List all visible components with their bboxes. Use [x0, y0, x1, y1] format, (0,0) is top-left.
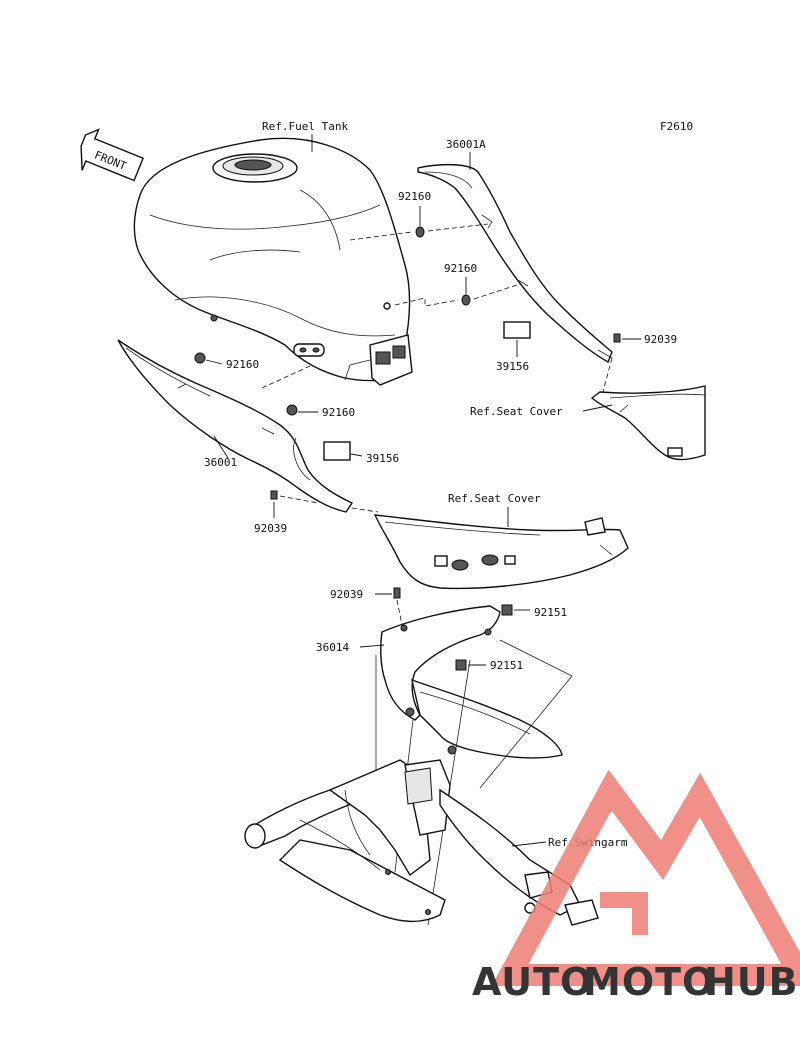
label-ref-seat-cover-lower: Ref.Seat Cover [448, 492, 541, 505]
grommet-92160-d-icon [286, 404, 298, 416]
label-ref-fuel-tank: Ref.Fuel Tank [262, 120, 348, 133]
label-ref-seat-cover-upper: Ref.Seat Cover [470, 405, 563, 418]
seat-cover-lower [373, 514, 629, 590]
side-cover-36001 [117, 339, 354, 513]
grommet-92160-a-icon [194, 352, 206, 364]
label-92039-right: 92039 [644, 333, 677, 346]
front-arrow-icon: FRONT [80, 128, 144, 182]
fuel-tank-illustration [133, 137, 413, 386]
screw-92039-left-icon [270, 490, 278, 500]
watermark-logo-triangle-icon [491, 769, 800, 986]
rear-fender-36014 [380, 605, 563, 759]
swingarm-illustration [244, 759, 599, 926]
label-36001A: 36001A [446, 138, 486, 151]
label-36014: 36014 [316, 641, 349, 654]
label-92151-a: 92151 [534, 606, 567, 619]
label-92039-fender: 92039 [330, 588, 363, 601]
label-36001: 36001 [204, 456, 237, 469]
nut-92151-a-icon [501, 604, 513, 616]
screw-92039-right-icon [613, 333, 621, 343]
label-39156-left: 39156 [366, 452, 399, 465]
side-cover-36001A [417, 163, 613, 363]
grommet-92160-b-icon [415, 226, 425, 238]
label-92160-b: 92160 [398, 190, 431, 203]
figure-code: F2610 [660, 120, 693, 133]
watermark-auto: AUTO [472, 960, 593, 1004]
label-92151-b: 92151 [490, 659, 523, 672]
nut-92151-b-icon [455, 659, 467, 671]
label-92039-left: 92039 [254, 522, 287, 535]
automotohub-watermark: AUTO MOTO HUB [472, 769, 800, 1004]
watermark-hub: HUB [704, 960, 799, 1004]
grommet-92160-c-icon [461, 294, 471, 306]
pad-39156-right [503, 321, 531, 339]
label-39156-right: 39156 [496, 360, 529, 373]
label-92160-a: 92160 [226, 358, 259, 371]
watermark-moto: MOTO [583, 960, 715, 1004]
label-92160-d: 92160 [322, 406, 355, 419]
label-92160-c: 92160 [444, 262, 477, 275]
seat-cover-upper [590, 385, 706, 461]
pad-39156-left [323, 441, 351, 461]
screw-92039-fender-icon [393, 587, 401, 599]
